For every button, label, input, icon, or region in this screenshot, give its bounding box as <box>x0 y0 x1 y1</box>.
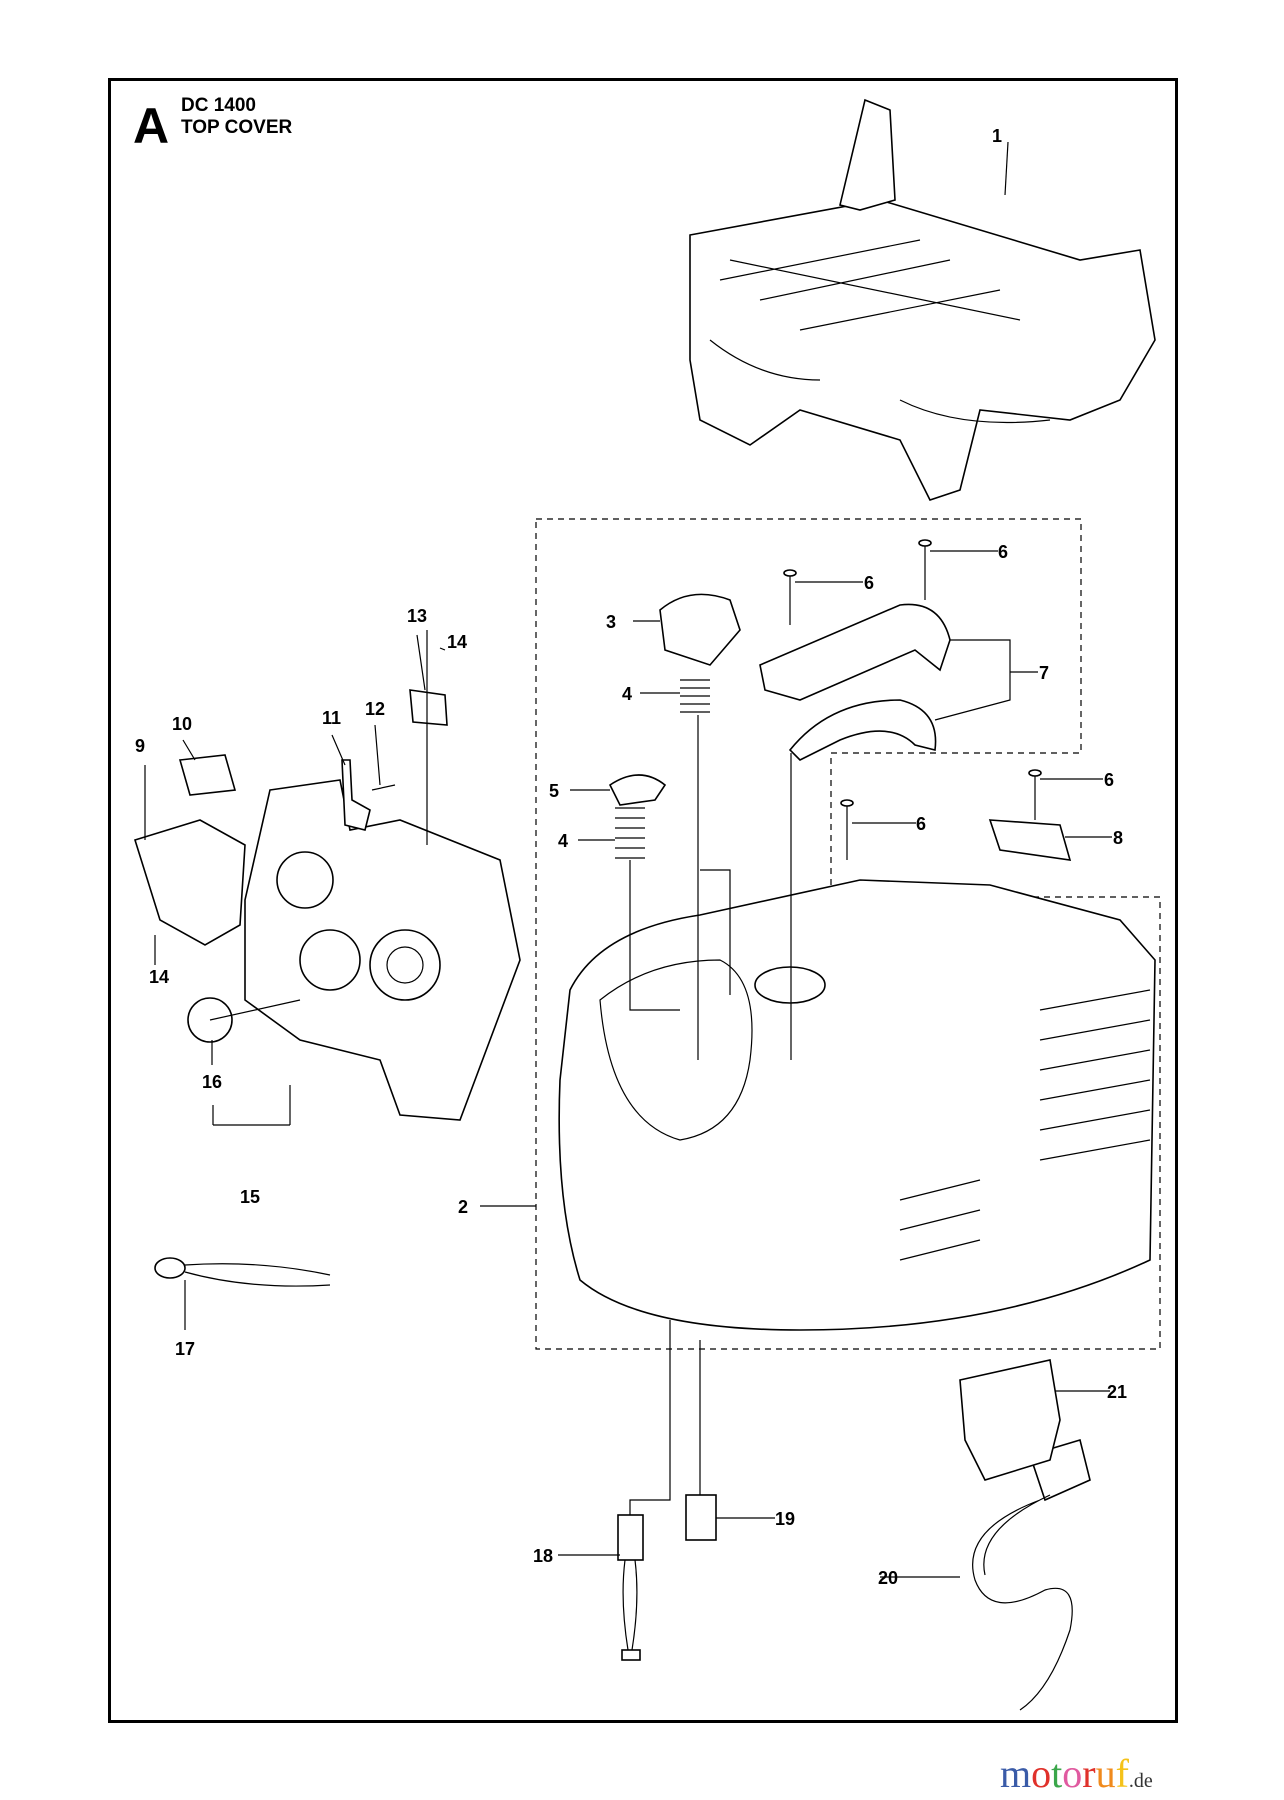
part-6-screw <box>1028 769 1042 820</box>
part-7-handle <box>759 603 951 761</box>
watermark-letter: f <box>1115 1751 1129 1796</box>
part-3-cap <box>659 593 741 666</box>
callout-4: 4 <box>558 831 568 851</box>
callout-13: 13 <box>407 606 427 626</box>
part-6-screw <box>840 799 854 860</box>
watermark-letter: u <box>1095 1751 1116 1796</box>
watermark-text: motoruf <box>1000 1751 1129 1796</box>
callout-3: 3 <box>606 612 616 632</box>
assembly-group-outline <box>535 518 1161 1350</box>
part-21-cable-cover <box>959 1359 1061 1481</box>
part-10-label <box>178 754 237 796</box>
part-11-switch <box>341 759 371 831</box>
leader-lines <box>144 141 1112 1578</box>
watermark-suffix: .de <box>1128 1770 1153 1792</box>
callout-16: 16 <box>202 1072 222 1092</box>
callout-6: 6 <box>998 542 1008 562</box>
callout-18: 18 <box>533 1546 553 1566</box>
callout-14: 14 <box>149 967 169 987</box>
callout-21: 21 <box>1107 1382 1127 1402</box>
watermark-letter: r <box>1082 1751 1096 1796</box>
part-19-connector <box>685 1494 717 1541</box>
callout-2: 2 <box>458 1197 468 1217</box>
model-name: DC 1400 <box>181 95 256 116</box>
part-1-upper-cover <box>689 98 1156 501</box>
part-12-screw <box>371 784 396 791</box>
diagram-title: TOP COVER <box>181 117 293 138</box>
part-18-wiring-harness <box>617 1514 644 1661</box>
drawing-frame <box>108 78 1178 1723</box>
callout-20: 20 <box>878 1568 898 1588</box>
callout-6: 6 <box>916 814 926 834</box>
callout-19: 19 <box>775 1509 795 1529</box>
watermark-letter: o <box>1031 1751 1052 1796</box>
callout-17: 17 <box>175 1339 195 1359</box>
part-20-power-cord <box>972 1438 1091 1711</box>
part-4-spring <box>615 807 645 859</box>
callout-7: 7 <box>1039 663 1049 683</box>
callout-5: 5 <box>549 781 559 801</box>
callout-12: 12 <box>365 699 385 719</box>
part-4-spring <box>680 679 710 713</box>
callout-14: 14 <box>447 632 467 652</box>
callout-6: 6 <box>864 573 874 593</box>
callout-11: 11 <box>322 708 341 728</box>
part-5-button <box>608 774 667 806</box>
callout-8: 8 <box>1113 828 1123 848</box>
section-letter: A <box>133 98 170 154</box>
callout-10: 10 <box>172 714 192 734</box>
part-6-screw <box>783 569 797 625</box>
part-17-cable <box>154 1257 331 1287</box>
callout-6: 6 <box>1104 770 1114 790</box>
callout-1: 1 <box>992 126 1002 146</box>
part-8-bracket <box>988 819 1072 861</box>
part-15-side-panel <box>244 779 521 1121</box>
callout-4: 4 <box>622 684 632 704</box>
watermark-letter: o <box>1062 1751 1083 1796</box>
part-9-socket-cover <box>133 819 246 946</box>
watermark-logo: motoruf.de <box>1000 1750 1153 1797</box>
part-2-main-housing <box>558 879 1156 1331</box>
part-6-screw <box>918 539 932 600</box>
watermark-letter: t <box>1051 1751 1063 1796</box>
callout-9: 9 <box>135 736 145 756</box>
watermark-letter: m <box>1000 1751 1032 1796</box>
callout-15: 15 <box>240 1187 260 1207</box>
part-13-plate <box>409 689 448 726</box>
